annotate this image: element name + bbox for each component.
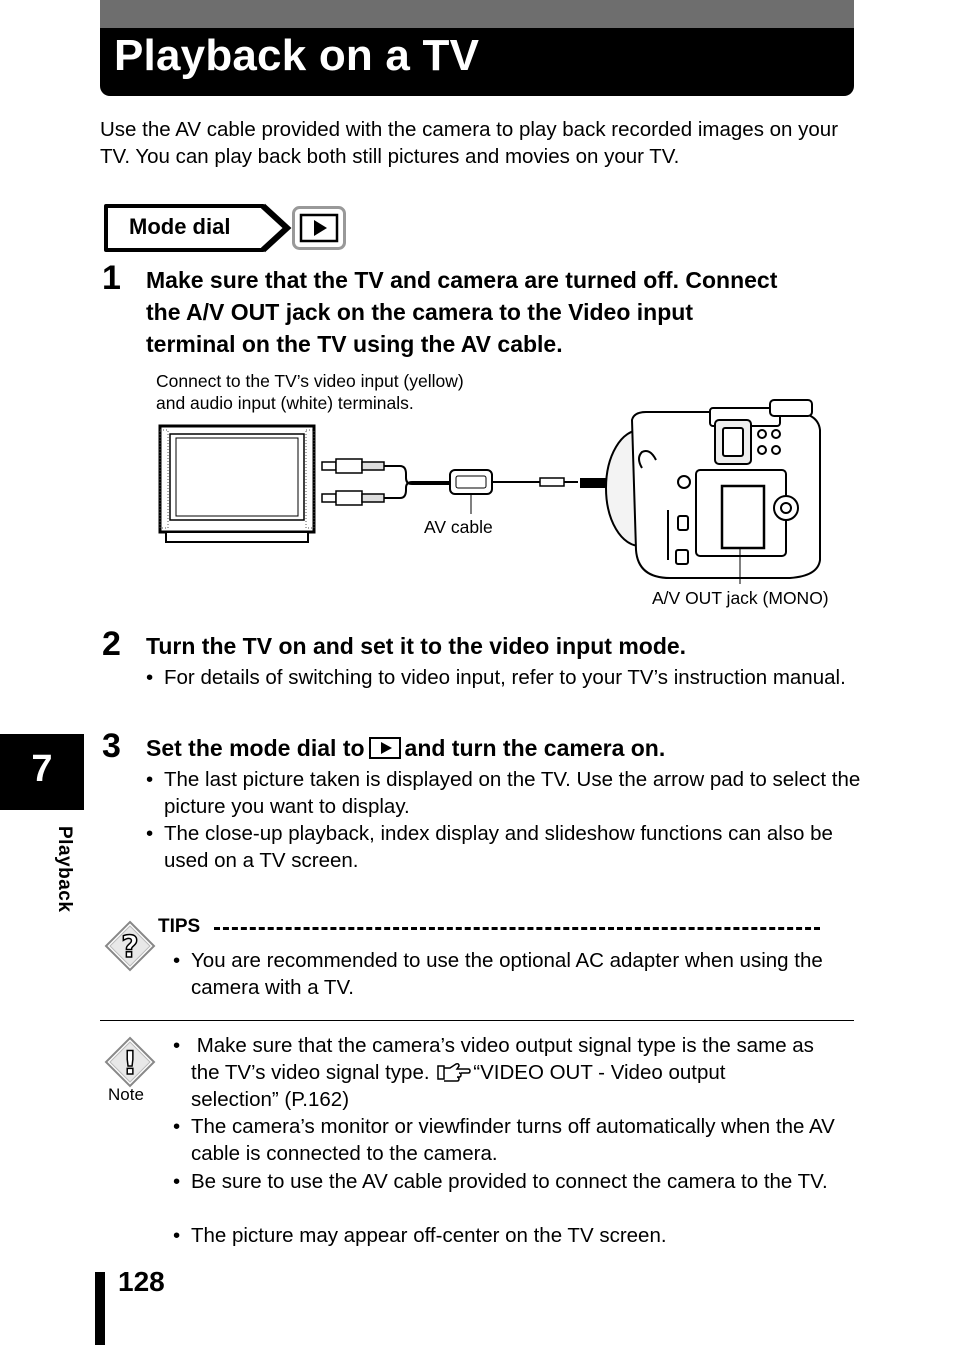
chapter-tab xyxy=(0,734,84,810)
step-3-bullet-1: The last picture taken is displayed on t… xyxy=(146,766,870,820)
tips-bullet-1: You are recommended to use the optional … xyxy=(173,947,873,1001)
note-bullet-1: Make sure that the camera’s video output… xyxy=(173,1032,873,1113)
note-label: Note xyxy=(108,1085,144,1104)
note-bullet-3: Be sure to use the AV cable provided to … xyxy=(173,1168,873,1195)
note-bullet-2: The camera’s monitor or viewfinder turns… xyxy=(173,1113,873,1167)
tv-camera-connection-illustration xyxy=(158,399,821,584)
mode-dial-badge xyxy=(104,203,292,253)
step-3-number: 3 xyxy=(102,727,121,765)
chapter-label: Playback xyxy=(54,826,75,913)
av-cable xyxy=(384,465,578,499)
tv-illustration xyxy=(158,424,316,543)
page-number: 128 xyxy=(118,1266,165,1297)
note-bullet-1-text-d: selection” (P.162) xyxy=(191,1088,350,1111)
step-1-number: 1 xyxy=(102,259,121,297)
tips-dashed-divider xyxy=(214,927,820,930)
step-2-number: 2 xyxy=(102,625,121,663)
intro-paragraph: Use the AV cable provided with the camer… xyxy=(100,118,839,168)
av-cable-label: AV cable xyxy=(424,517,493,537)
figure-caption-line-2: and audio input (white) terminals. xyxy=(156,393,414,413)
step-2-bullet-1: For details of switching to video input,… xyxy=(146,664,854,691)
tips-label: TIPS xyxy=(158,916,201,937)
step-1-line-2: the A/V OUT jack on the camera to the Vi… xyxy=(146,299,693,325)
page-title: Playback on a TV xyxy=(114,31,480,80)
chapter-number: 7 xyxy=(31,748,53,790)
step-3-heading: Set the mode dial to and turn the camera … xyxy=(146,732,866,764)
step-1-line-3: terminal on the TV using the AV cable. xyxy=(146,331,563,357)
step-3-heading-start: Set the mode dial to xyxy=(146,735,365,761)
playback-icon xyxy=(292,206,346,250)
mode-dial-label: Mode dial xyxy=(129,214,231,239)
note-bullet-4: The picture may appear off-center on the… xyxy=(173,1222,873,1249)
note-bullet-1-text-c: “VIDEO OUT - Video output xyxy=(473,1061,726,1084)
page-number-bar xyxy=(95,1272,105,1345)
playback-icon xyxy=(368,737,401,759)
step-1-heading: Make sure that the TV and camera are tur… xyxy=(146,264,866,360)
step-1-line-1: Make sure that the TV and camera are tur… xyxy=(146,267,778,293)
tips-question-icon: ? xyxy=(104,920,156,972)
rca-plugs xyxy=(321,458,385,506)
note-exclamation-icon: ! xyxy=(104,1036,156,1088)
av-out-jack-label: A/V OUT jack (MONO) xyxy=(652,588,829,608)
reference-hand-icon xyxy=(437,1063,472,1082)
title-band xyxy=(100,0,854,28)
step-3-bullet-2: The close-up playback, index display and… xyxy=(146,820,876,874)
note-bullet-1-text-a: Make sure that the camera’s video output… xyxy=(196,1034,814,1057)
step-2-heading: Turn the TV on and set it to the video i… xyxy=(146,633,687,659)
section-divider xyxy=(100,1020,854,1021)
camera-illustration xyxy=(605,399,821,579)
figure-caption-line-1: Connect to the TV’s video input (yellow) xyxy=(156,371,464,391)
figure-caption: Connect to the TV’s video input (yellow)… xyxy=(156,370,464,414)
step-3-heading-end: and turn the camera on. xyxy=(404,735,666,761)
note-bullet-1-text-b: the TV’s video signal type. xyxy=(191,1061,430,1084)
svg-text:!: ! xyxy=(123,1044,138,1082)
svg-text:?: ? xyxy=(121,930,138,965)
page-title-bar: Playback on a TV xyxy=(100,0,854,96)
